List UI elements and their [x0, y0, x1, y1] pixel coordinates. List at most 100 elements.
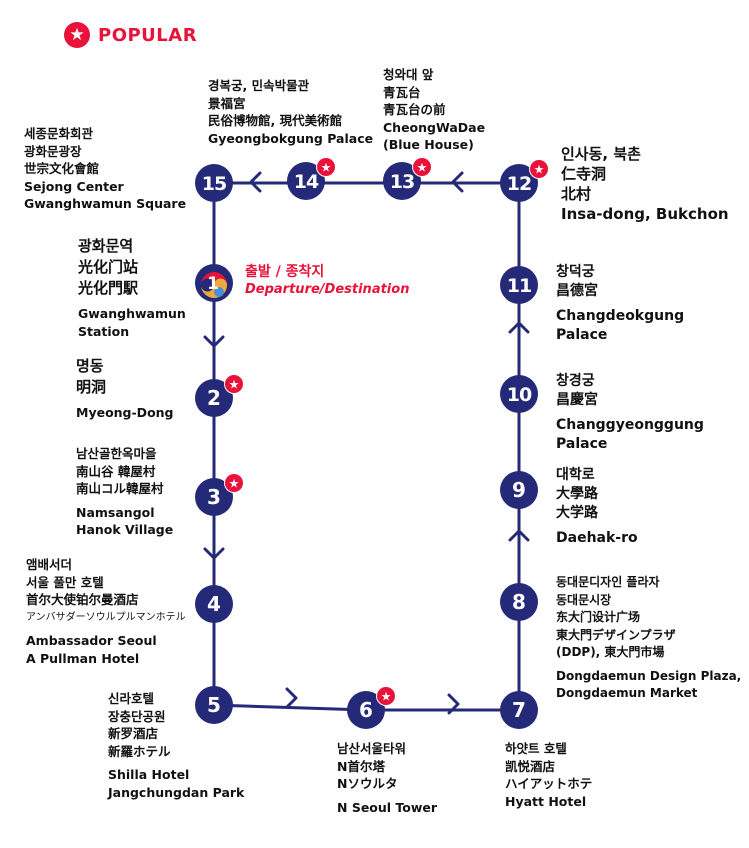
stop-marker — [500, 471, 538, 509]
stop-name-line: 仁寺洞 — [561, 165, 607, 183]
stop-14[interactable]: 14★ — [287, 157, 336, 200]
stop-5[interactable]: 5 — [195, 686, 233, 724]
direction-arrow-left — [451, 171, 464, 193]
stop-name-line: 명동 — [76, 357, 104, 375]
stop-7[interactable]: 7 — [500, 691, 538, 729]
stop-9[interactable]: 9 — [500, 471, 538, 509]
stop-number: 4 — [207, 592, 221, 616]
stop-name-line: 남산골한옥마을 — [76, 446, 157, 461]
star-badge — [225, 375, 243, 393]
stop-name-line: ハイアットホテ — [505, 776, 593, 791]
direction-arrow-right — [447, 693, 460, 715]
stop-name-line: 장충단공원 — [108, 708, 166, 724]
direction-arrow-right — [285, 687, 298, 709]
stop-name-line: Insa-dong, Bukchon — [561, 205, 729, 223]
popular-legend: ★ POPULAR — [64, 22, 197, 48]
stop-number: 3 — [207, 485, 221, 509]
star-icon: ★ — [64, 22, 90, 48]
stop-13[interactable]: 13★ — [383, 157, 432, 200]
stop-marker — [500, 691, 538, 729]
stop-name-line: (Blue House) — [383, 137, 474, 152]
stop-number: 1 — [207, 274, 219, 294]
direction-arrow-left — [249, 171, 262, 193]
stop-11[interactable]: 11 — [500, 266, 538, 304]
stop-name-en: Changdeokgung — [556, 308, 685, 324]
stop-3[interactable]: 3★ — [195, 473, 244, 516]
stop-name-line: 青瓦台の前 — [383, 102, 446, 117]
direction-arrow-down — [203, 547, 225, 560]
stop-name-en: Station — [78, 323, 130, 339]
star-icon: ★ — [534, 163, 545, 177]
stop-name-en: Gwanghwamun — [78, 306, 186, 321]
direction-arrows — [203, 171, 530, 715]
stop-name-line: 경복궁, 민속박물관 — [208, 78, 310, 93]
stop-name-line: 凯悦酒店 — [505, 758, 556, 774]
stop-name-line: 창경궁 — [556, 373, 595, 389]
star-badge — [377, 687, 395, 705]
stop-name-en: Changgyeonggung — [556, 417, 704, 433]
stop-4[interactable]: 4 — [195, 585, 233, 623]
stop-marker — [500, 375, 538, 413]
stop-name-en: Palace — [556, 436, 608, 452]
star-badge — [413, 158, 431, 176]
origin-emblem-blue — [214, 287, 224, 297]
stop-name-line: 北村 — [561, 185, 592, 203]
stop-number: 15 — [202, 173, 226, 195]
stop-name-line: 光化门站 — [78, 258, 139, 276]
direction-arrow-up — [508, 529, 530, 542]
star-badge — [317, 158, 335, 176]
stop-number: 7 — [512, 698, 526, 722]
stop-number: 6 — [359, 698, 373, 722]
stop-name-line: 서울 풀만 호텔 — [26, 574, 104, 590]
stop-marker — [287, 162, 325, 200]
stop-name-line: N首尔塔 — [337, 758, 385, 774]
stop-name-en: Dongdaemun Market — [556, 686, 698, 700]
stop-15[interactable]: 15 — [195, 164, 233, 202]
stop-name-line: 昌慶宮 — [556, 392, 598, 408]
stop-name-line: 世宗文化會館 — [24, 161, 100, 176]
origin-label: 출발 / 종착지 Departure/Destination — [245, 263, 409, 299]
stop-marker — [195, 585, 233, 623]
stop-number: 8 — [512, 590, 526, 614]
stop-number: 12 — [507, 173, 531, 195]
stop-name-en: Hanok Village — [76, 522, 174, 537]
stop-name-line: Gyeongbokgung Palace — [208, 130, 374, 146]
stop-12[interactable]: 12★ — [500, 159, 549, 202]
stop-name-line: 东大门设计广场 — [556, 610, 641, 624]
stop-10[interactable]: 10 — [500, 375, 538, 413]
stop-1[interactable]: 1 — [195, 264, 233, 302]
origin-label-en: Departure/Destination — [245, 282, 410, 297]
stop-name-line: 세종문화회관 — [24, 126, 94, 141]
stop-number: 11 — [507, 275, 531, 297]
star-badge — [225, 474, 243, 492]
stop-6[interactable]: 6★ — [347, 686, 396, 729]
stop-number: 10 — [507, 384, 532, 406]
stop-marker — [500, 266, 538, 304]
star-icon: ★ — [381, 690, 392, 704]
stop-name-en: Palace — [556, 327, 608, 343]
stop-2[interactable]: 2★ — [195, 374, 244, 417]
stop-8[interactable]: 8 — [500, 583, 538, 621]
star-badge — [530, 160, 548, 178]
stop-name-line: 광화문광장 — [24, 143, 82, 159]
stop-number: 2 — [207, 386, 221, 410]
stop-name-line: 東大門デザインプラザ — [556, 627, 676, 642]
stop-name-line: 景福宮 — [208, 95, 246, 111]
stop-name-en: Jangchungdan Park — [108, 784, 245, 800]
direction-arrow-down — [203, 335, 225, 348]
stop-marker — [195, 379, 233, 417]
stop-name-line: (DDP), 東大門市場 — [556, 645, 665, 659]
stop-name-line: 昌德宮 — [556, 283, 598, 299]
stop-number: 13 — [390, 171, 414, 193]
origin-label-ko: 출발 / 종착지 — [245, 264, 325, 280]
